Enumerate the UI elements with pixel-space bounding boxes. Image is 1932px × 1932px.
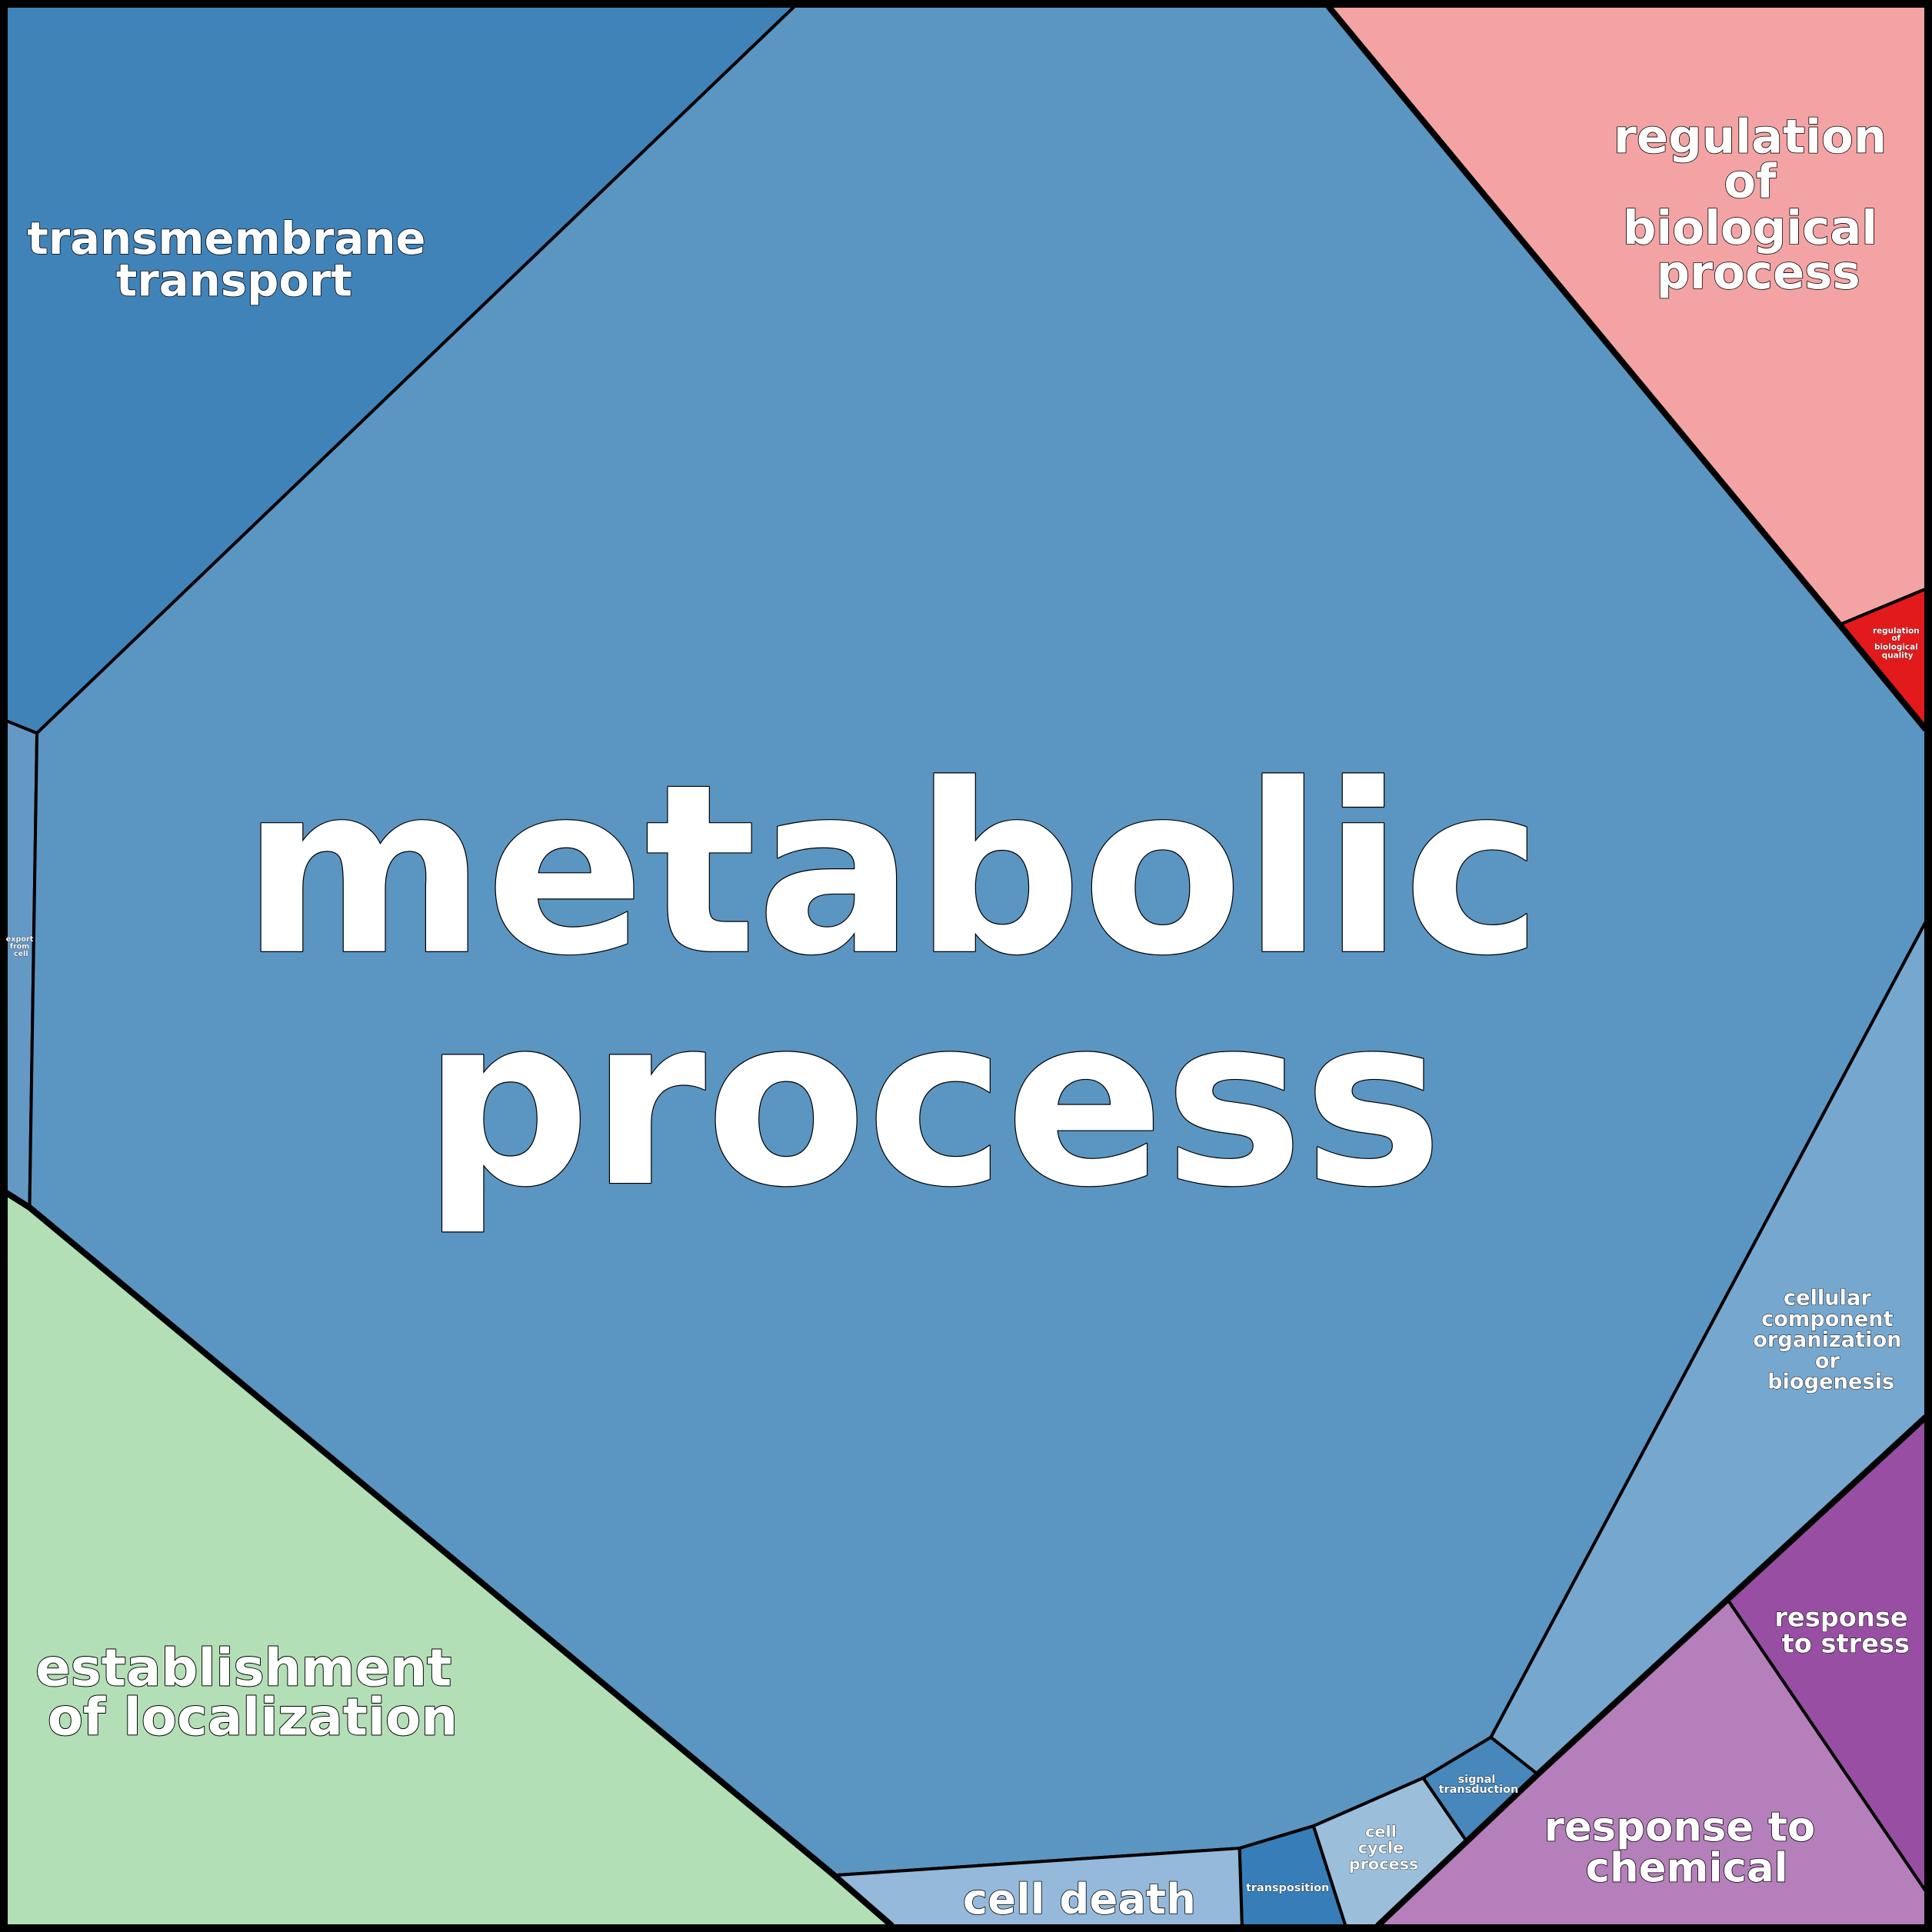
label-cell-cycle-process: cell cycle process (1349, 1823, 1419, 1874)
label-transmembrane-transport: transmembrane transport (27, 212, 441, 306)
border (4, 1190, 894, 1929)
label-establishment-of-localization: establishment of localization (35, 1638, 470, 1747)
label-export-from-cell: export from cell (6, 935, 36, 958)
border (1325, 4, 1929, 731)
label-response-to-chemical: response to chemical (1544, 1804, 1830, 1891)
label-regulation-of-biological-quality: regulation of biological quality (1873, 626, 1922, 660)
label-metabolic-process: metabolic process (242, 734, 1624, 1238)
label-response-to-stress: response to stress (1774, 1603, 1917, 1659)
border (1375, 1414, 1928, 1928)
label-signal-transduction: signal transduction (1439, 1774, 1519, 1796)
label-cellular-component-organization: cellular component organization or bioge… (1753, 1287, 1909, 1394)
label-regulation-of-biological-process: regulation of biological process (1614, 110, 1903, 300)
label-cell-death: cell death (963, 1874, 1196, 1924)
label-transposition: transposition (1246, 1882, 1329, 1894)
labels: metabolic process transmembrane transpor… (6, 109, 1922, 1924)
